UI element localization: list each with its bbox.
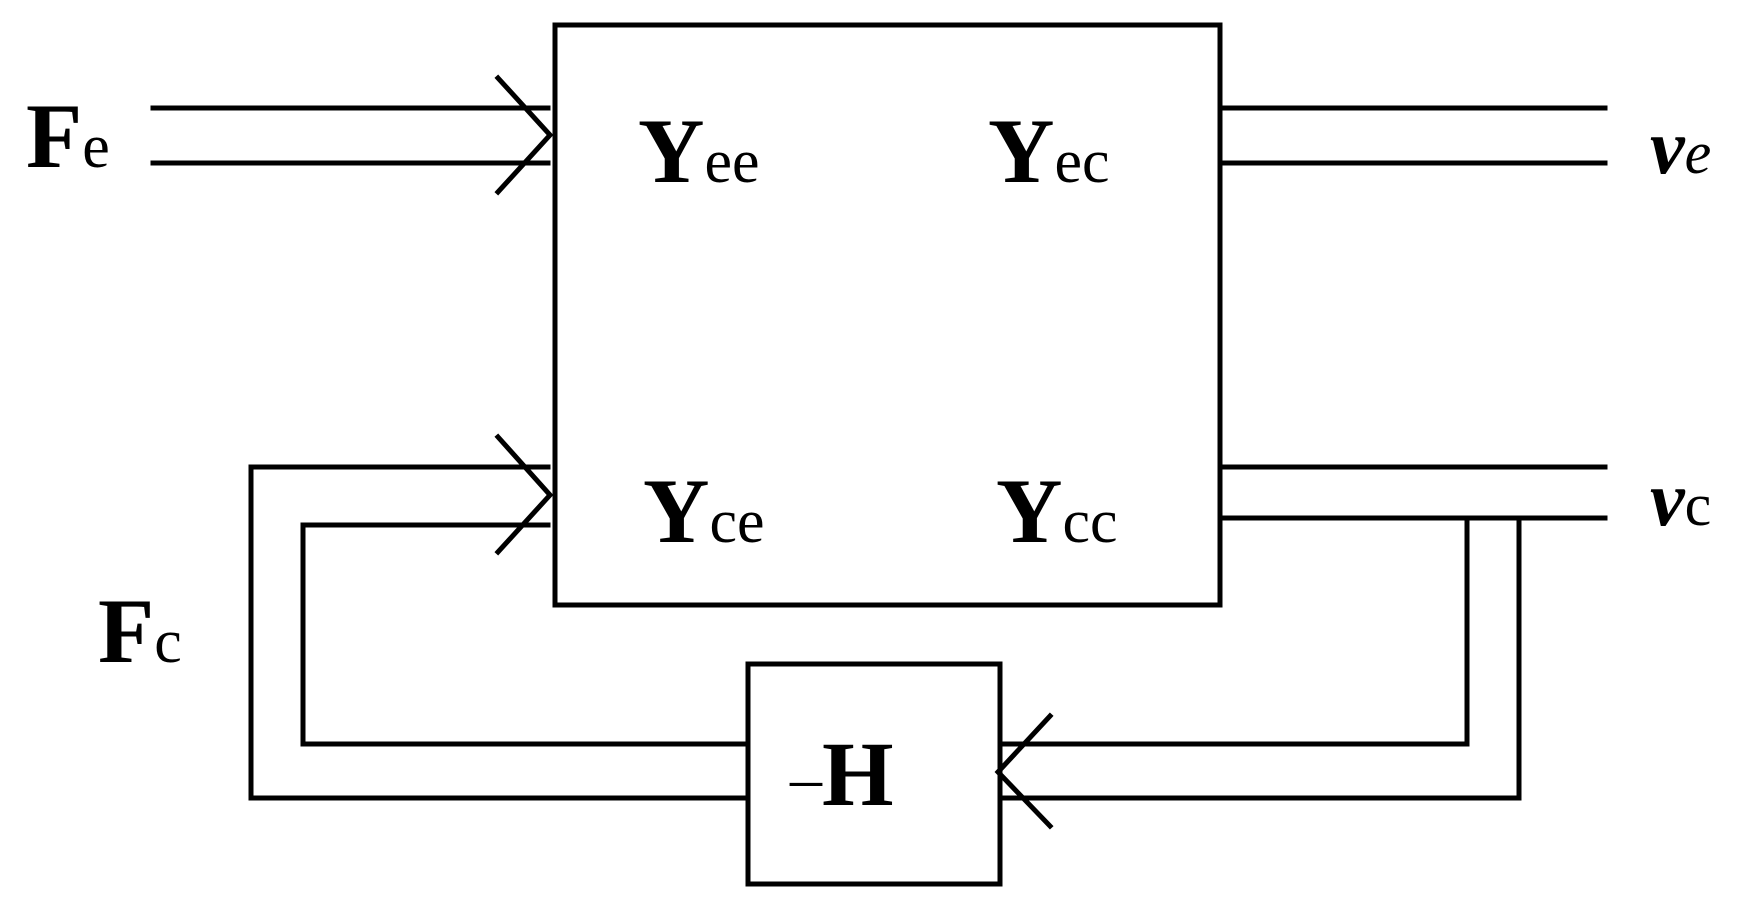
fe-input-arrow [150, 74, 554, 196]
ycc-symbol: Y [996, 460, 1063, 562]
h-symbol: H [822, 723, 894, 825]
minus-sign: – [790, 742, 822, 813]
ve-subscript: e [1684, 120, 1712, 186]
yce-entry: Yce [643, 465, 765, 557]
yee-subscript: ee [704, 128, 760, 196]
yec-subscript: ec [1054, 128, 1110, 196]
fc-symbol: F [98, 580, 155, 682]
yce-subscript: ce [709, 488, 765, 556]
fc-label: Fc [98, 585, 182, 677]
fe-label: Fe [26, 90, 110, 182]
yec-entry: Yec [988, 105, 1110, 197]
ve-output-line [1219, 105, 1608, 166]
yee-entry: Yee [638, 105, 760, 197]
fe-symbol: F [26, 85, 83, 187]
yee-symbol: Y [638, 100, 705, 202]
vc-output-line [1219, 464, 1608, 521]
fc-subscript: c [154, 608, 182, 676]
fe-subscript: e [82, 113, 110, 181]
yec-symbol: Y [988, 100, 1055, 202]
vc-label: vc [1650, 460, 1711, 538]
yce-symbol: Y [643, 460, 710, 562]
vc-feedback-path [994, 515, 1522, 830]
vc-subscript: c [1684, 472, 1712, 538]
ve-symbol: v [1650, 103, 1685, 190]
ycc-entry: Ycc [996, 465, 1118, 557]
ve-label: ve [1650, 108, 1711, 186]
ycc-subscript: cc [1062, 488, 1118, 556]
admittance-block [552, 22, 1223, 608]
fc-feedback-path [248, 433, 749, 801]
vc-symbol: v [1650, 455, 1685, 542]
feedback-gain-label: –H [790, 728, 894, 820]
